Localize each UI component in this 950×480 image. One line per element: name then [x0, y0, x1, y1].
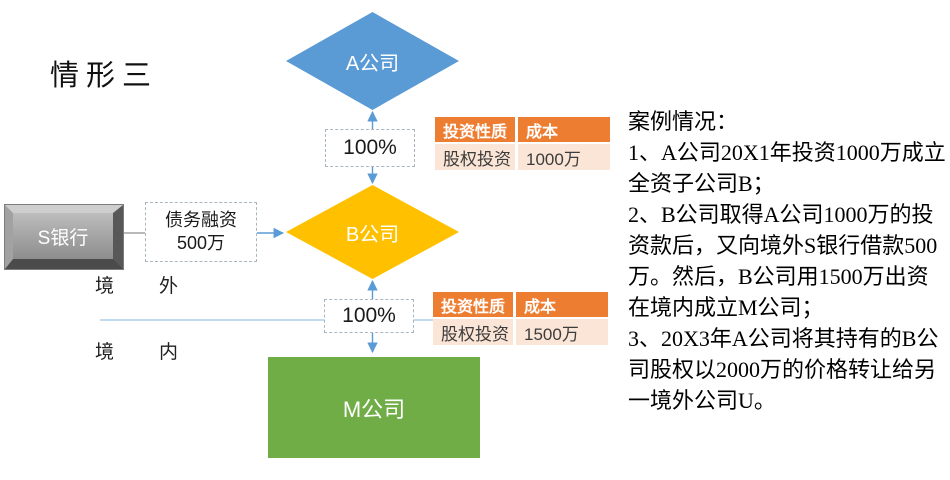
node-company-m-label: M公司: [342, 396, 406, 422]
table-row: 投资性质 成本: [435, 117, 610, 142]
ownership-top-box[interactable]: 100%: [325, 129, 415, 167]
ownership-bottom-label: 100%: [342, 304, 396, 327]
case-item-3: 3、20X3年A公司将其持有的B公司股权以2000万的价格转让给另一境外公司U。: [628, 326, 939, 413]
table2-header-nature: 投资性质: [433, 292, 513, 317]
table1-header-cost: 成本: [518, 117, 610, 142]
case-panel-heading: 案例情况：: [628, 109, 739, 134]
case-item-1: 1、A公司20X1年投资1000万成立全资子公司B；: [628, 140, 946, 196]
debt-financing-amount: 500万: [176, 233, 226, 253]
ownership-bottom-box[interactable]: 100%: [324, 299, 414, 333]
table-row: 股权投资 1500万: [433, 319, 608, 345]
case-item-2: 2、B公司取得A公司1000万的投资款后，又向境外S银行借款500万。然后，B公…: [628, 202, 938, 320]
node-company-b-label: B公司: [345, 223, 400, 246]
table-row: 股权投资 1000万: [435, 144, 610, 170]
ownership-top-label: 100%: [343, 136, 397, 159]
table-row: 投资性质 成本: [433, 292, 608, 317]
node-company-a-label: A公司: [345, 52, 400, 75]
node-bank-s-label: S银行: [37, 227, 89, 249]
region-label-domestic: 境内: [95, 342, 224, 363]
case-panel: 案例情况： 1、A公司20X1年投资1000万成立全资子公司B； 2、B公司取得…: [628, 106, 948, 416]
node-bank-s[interactable]: S银行: [4, 204, 124, 270]
table2-header-cost: 成本: [516, 292, 608, 317]
region-label-abroad: 境外: [95, 276, 224, 297]
investment-table-2: 投资性质 成本 股权投资 1500万: [433, 292, 608, 347]
page-title: 情形三: [50, 60, 159, 92]
debt-financing-box[interactable]: 债务融资 500万: [145, 202, 257, 262]
table1-header-nature: 投资性质: [435, 117, 515, 142]
debt-financing-label: 债务融资: [165, 210, 237, 230]
investment-table-1: 投资性质 成本 股权投资 1000万: [435, 117, 610, 172]
table2-cell-cost: 1500万: [516, 319, 608, 345]
table1-cell-nature: 股权投资: [435, 144, 515, 170]
table2-cell-nature: 股权投资: [433, 319, 513, 345]
table1-cell-cost: 1000万: [518, 144, 610, 170]
node-company-m[interactable]: M公司: [268, 357, 480, 458]
